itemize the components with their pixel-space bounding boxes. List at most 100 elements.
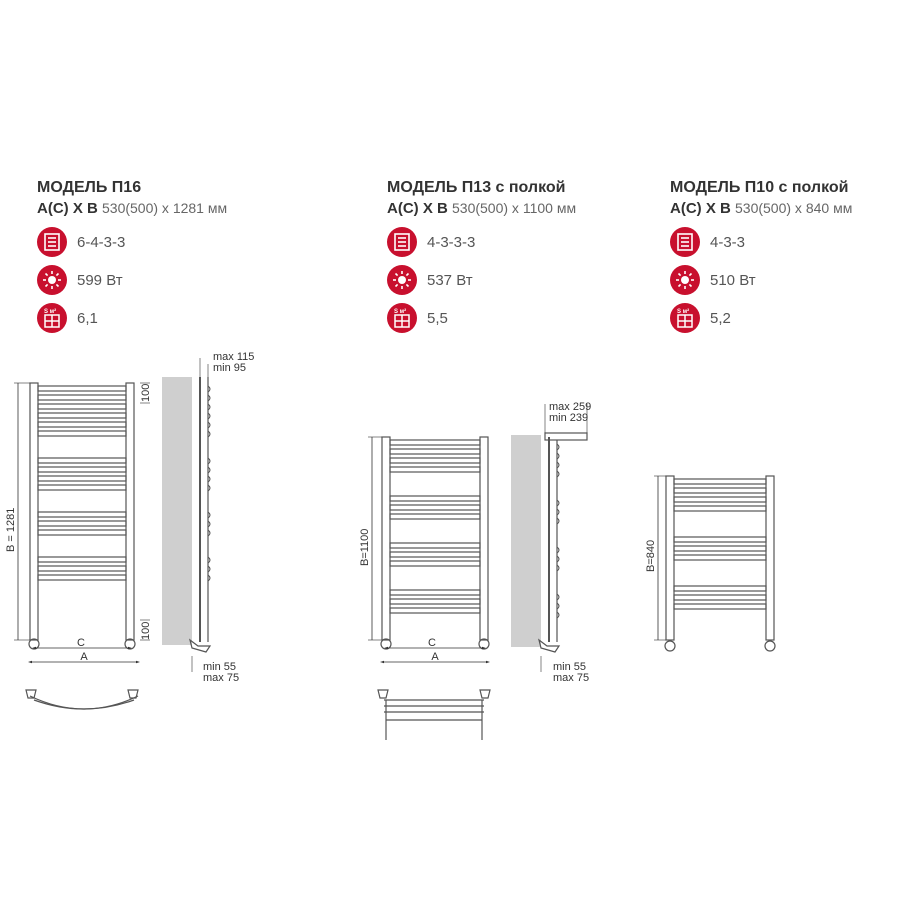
- side-rail: [556, 452, 560, 460]
- p13-shelf-side: [544, 432, 588, 441]
- spec-area: S м² 5,5: [387, 299, 576, 337]
- p16-rails: [37, 385, 127, 581]
- side-rail: [556, 593, 560, 601]
- side-rail: [207, 574, 211, 582]
- rail: [673, 496, 767, 503]
- side-rail: [556, 564, 560, 572]
- p13-side-min: min 239: [549, 412, 588, 424]
- area-icon: S м²: [670, 303, 700, 333]
- p16-bottom-offset: 100: [140, 622, 152, 640]
- rail: [37, 511, 127, 518]
- spec-power-text: 510 Вт: [710, 271, 756, 289]
- p16-front-view: [14, 382, 150, 664]
- spec-power: 599 Вт: [37, 261, 227, 299]
- rail: [389, 560, 481, 567]
- p16-top-offset: 100: [140, 384, 152, 402]
- rail: [37, 556, 127, 563]
- spec-area-text: 5,5: [427, 309, 448, 327]
- rail: [37, 520, 127, 527]
- p16-c-label: C: [77, 637, 85, 649]
- model-title: МОДЕЛЬ П10 с полкой: [670, 179, 849, 196]
- rail: [37, 565, 127, 572]
- side-rail: [207, 394, 211, 402]
- p16-bottom-min: min 55: [203, 661, 236, 673]
- spec-power-text: 599 Вт: [77, 271, 123, 289]
- p16-right-post: [125, 382, 135, 641]
- rail: [37, 385, 127, 392]
- rail: [389, 542, 481, 549]
- rail: [673, 478, 767, 485]
- rail: [37, 574, 127, 581]
- spec-rails: 4-3-3-3: [387, 223, 576, 261]
- spec-area: S м² 6,1: [37, 299, 227, 337]
- rail: [37, 529, 127, 536]
- rail: [37, 484, 127, 491]
- p13-c-label: C: [428, 637, 436, 649]
- side-rail: [207, 385, 211, 393]
- side-rail: [207, 457, 211, 465]
- side-rail: [556, 461, 560, 469]
- p16-wall: [162, 377, 192, 645]
- spec-power: 510 Вт: [670, 261, 852, 299]
- p16-side-min: min 95: [213, 362, 246, 374]
- spec-rails: 6-4-3-3: [37, 223, 227, 261]
- rail: [389, 439, 481, 446]
- p13-right-post: [479, 436, 489, 641]
- p16-height-label: B = 1281: [5, 508, 17, 552]
- model-title: МОДЕЛЬ П16: [37, 179, 142, 196]
- side-rail: [207, 565, 211, 573]
- dims-label: A(C) X B: [670, 200, 731, 217]
- p16-top-view: [25, 689, 139, 710]
- spec-rails: 4-3-3: [670, 223, 852, 261]
- rail: [37, 412, 127, 419]
- area-icon-caption: S м²: [677, 308, 689, 315]
- side-rail: [556, 546, 560, 554]
- side-rail: [207, 520, 211, 528]
- sun-icon: [670, 265, 700, 295]
- rail: [673, 585, 767, 592]
- area-icon-caption: S м²: [44, 308, 56, 315]
- spec-area-text: 6,1: [77, 309, 98, 327]
- sun-icon: [387, 265, 417, 295]
- rail: [37, 466, 127, 473]
- rail: [673, 545, 767, 552]
- side-rail: [556, 611, 560, 619]
- rail: [673, 594, 767, 601]
- sun-icon: [37, 265, 67, 295]
- model-dimensions: A(C) X B 530(500) x 1281 мм: [37, 198, 227, 219]
- area-icon-caption: S м²: [394, 308, 406, 315]
- rail: [389, 466, 481, 473]
- spec-rails-text: 4-3-3-3: [427, 233, 476, 251]
- rails-icon: [37, 227, 67, 257]
- side-rail: [207, 484, 211, 492]
- spec-area: S м² 5,2: [670, 299, 852, 337]
- rails-icon: [670, 227, 700, 257]
- rail: [37, 457, 127, 464]
- p13-side-view: [511, 404, 588, 672]
- p13-a-label: A: [431, 651, 439, 663]
- side-rail: [556, 602, 560, 610]
- side-rail: [556, 470, 560, 478]
- rail: [389, 513, 481, 520]
- side-rail: [556, 508, 560, 516]
- model-p10-header: МОДЕЛЬ П10 с полкой A(C) X B 530(500) x …: [670, 178, 852, 337]
- spec-power-text: 537 Вт: [427, 271, 473, 289]
- dims-label: A(C) X B: [37, 200, 98, 217]
- p16-bottom-max: max 75: [203, 672, 239, 684]
- side-rail: [207, 475, 211, 483]
- p13-top-view: [377, 689, 491, 740]
- rail: [673, 487, 767, 494]
- rail: [673, 505, 767, 512]
- spec-area-text: 5,2: [710, 309, 731, 327]
- side-rail: [556, 499, 560, 507]
- rail: [37, 421, 127, 428]
- side-rail: [207, 421, 211, 429]
- dims-value: 530(500) x 1100 мм: [452, 200, 577, 216]
- p16-side-max: max 115: [213, 351, 254, 363]
- model-title: МОДЕЛЬ П13 с полкой: [387, 179, 566, 196]
- side-rail: [207, 412, 211, 420]
- side-rail: [556, 517, 560, 525]
- model-p16-header: МОДЕЛЬ П16 A(C) X B 530(500) x 1281 мм 6…: [37, 178, 227, 337]
- side-rail: [207, 430, 211, 438]
